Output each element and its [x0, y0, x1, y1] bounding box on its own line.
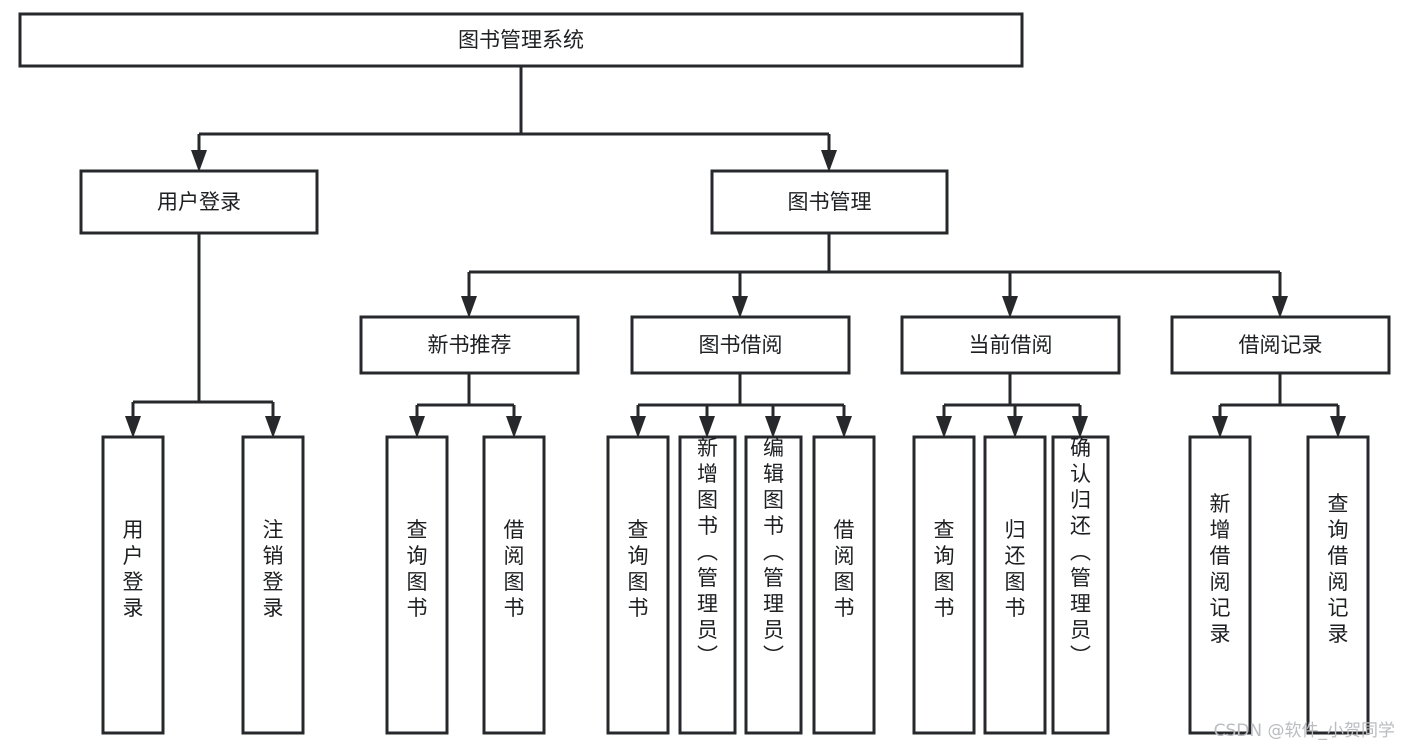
- node-box[interactable]: [678, 435, 737, 735]
- node-box[interactable]: [101, 435, 165, 735]
- node-box[interactable]: [900, 315, 1121, 375]
- arrow-head-icon: [1272, 296, 1288, 318]
- node-newbook[interactable]: 新书推荐: [359, 315, 580, 375]
- node-box[interactable]: [1306, 435, 1370, 735]
- node-box[interactable]: [744, 435, 803, 735]
- node-box[interactable]: [482, 435, 546, 735]
- node-records[interactable]: 借阅记录: [1170, 315, 1391, 375]
- node-label: 编辑图书︵管理员︶: [763, 436, 784, 668]
- node-label: 新增图书︵管理员︶: [697, 436, 718, 668]
- connector-group-edge-newbook: [409, 373, 522, 438]
- node-leaf-7[interactable]: 编辑图书︵管理员︶: [744, 435, 803, 735]
- node-box[interactable]: [359, 315, 580, 375]
- node-label: 确认归还︵管理员︶: [1070, 436, 1091, 668]
- arrow-head-icon: [1212, 416, 1228, 438]
- arrow-head-icon: [506, 416, 522, 438]
- connector-group-edge-current: [936, 373, 1088, 438]
- arrow-head-icon: [191, 150, 207, 172]
- connector-group-edge-login: [125, 233, 281, 438]
- arrow-head-icon: [125, 416, 141, 438]
- connector-layer: [125, 66, 1346, 438]
- node-leaf-6[interactable]: 新增图书︵管理员︶: [678, 435, 737, 735]
- node-label: 查询图书: [628, 518, 649, 620]
- connector-group-edge-root: [191, 66, 837, 172]
- node-login[interactable]: 用户登录: [79, 169, 319, 235]
- node-box[interactable]: [79, 169, 319, 235]
- node-box[interactable]: [630, 315, 851, 375]
- arrow-head-icon: [732, 296, 748, 318]
- node-leaf-2[interactable]: 注销登录: [241, 435, 305, 735]
- node-box[interactable]: [1188, 435, 1252, 735]
- node-label: 查询图书: [407, 518, 428, 620]
- connector-group-edge-records: [1212, 373, 1346, 438]
- arrow-head-icon: [821, 150, 837, 172]
- node-label: 当前借阅: [969, 333, 1053, 357]
- arrow-head-icon: [409, 416, 425, 438]
- node-leaf-1[interactable]: 用户登录: [101, 435, 165, 735]
- node-current[interactable]: 当前借阅: [900, 315, 1121, 375]
- node-label: 图书借阅: [699, 333, 783, 357]
- connector-group-edge-borrow: [630, 373, 852, 438]
- node-box[interactable]: [606, 435, 670, 735]
- arrow-head-icon: [630, 416, 646, 438]
- arrow-head-icon: [265, 416, 281, 438]
- node-label: 借阅记录: [1239, 333, 1323, 357]
- node-box[interactable]: [18, 12, 1024, 68]
- node-leaf-11[interactable]: 确认归还︵管理员︶: [1051, 435, 1110, 735]
- node-label: 归还图书: [1005, 518, 1026, 620]
- node-leaf-12[interactable]: 新增借阅记录: [1188, 435, 1252, 735]
- node-label: 用户登录: [157, 190, 241, 214]
- node-box[interactable]: [1170, 315, 1391, 375]
- node-box[interactable]: [812, 435, 876, 735]
- node-leaf-4[interactable]: 借阅图书: [482, 435, 546, 735]
- arrow-head-icon: [1072, 416, 1088, 438]
- node-label: 新书推荐: [428, 333, 512, 357]
- node-label: 图书管理: [788, 190, 872, 214]
- arrow-head-icon: [836, 416, 852, 438]
- arrow-head-icon: [1007, 416, 1023, 438]
- node-box[interactable]: [912, 435, 976, 735]
- node-box[interactable]: [710, 169, 949, 235]
- node-label: 图书管理系统: [458, 28, 584, 52]
- node-layer: 图书管理系统用户登录图书管理新书推荐图书借阅当前借阅借阅记录用户登录注销登录查询…: [18, 12, 1391, 735]
- node-bookmgmt[interactable]: 图书管理: [710, 169, 949, 235]
- node-label: 借阅图书: [504, 518, 525, 620]
- node-borrow[interactable]: 图书借阅: [630, 315, 851, 375]
- connector-group-edge-bookmgmt: [461, 233, 1288, 318]
- arrow-head-icon: [1002, 296, 1018, 318]
- node-label: 查询借阅记录: [1328, 492, 1349, 646]
- arrow-head-icon: [461, 296, 477, 318]
- node-box[interactable]: [241, 435, 305, 735]
- node-root[interactable]: 图书管理系统: [18, 12, 1024, 68]
- node-leaf-5[interactable]: 查询图书: [606, 435, 670, 735]
- node-leaf-3[interactable]: 查询图书: [385, 435, 449, 735]
- node-leaf-9[interactable]: 查询图书: [912, 435, 976, 735]
- arrow-head-icon: [1330, 416, 1346, 438]
- node-leaf-10[interactable]: 归还图书: [983, 435, 1047, 735]
- node-leaf-13[interactable]: 查询借阅记录: [1306, 435, 1370, 735]
- node-label: 用户登录: [123, 518, 144, 620]
- node-leaf-8[interactable]: 借阅图书: [812, 435, 876, 735]
- node-box[interactable]: [1051, 435, 1110, 735]
- node-label: 新增借阅记录: [1210, 492, 1231, 646]
- node-label: 注销登录: [263, 518, 284, 620]
- node-label: 借阅图书: [834, 518, 855, 620]
- arrow-head-icon: [699, 416, 715, 438]
- arrow-head-icon: [936, 416, 952, 438]
- node-box[interactable]: [983, 435, 1047, 735]
- node-label: 查询图书: [934, 518, 955, 620]
- node-box[interactable]: [385, 435, 449, 735]
- arrow-head-icon: [765, 416, 781, 438]
